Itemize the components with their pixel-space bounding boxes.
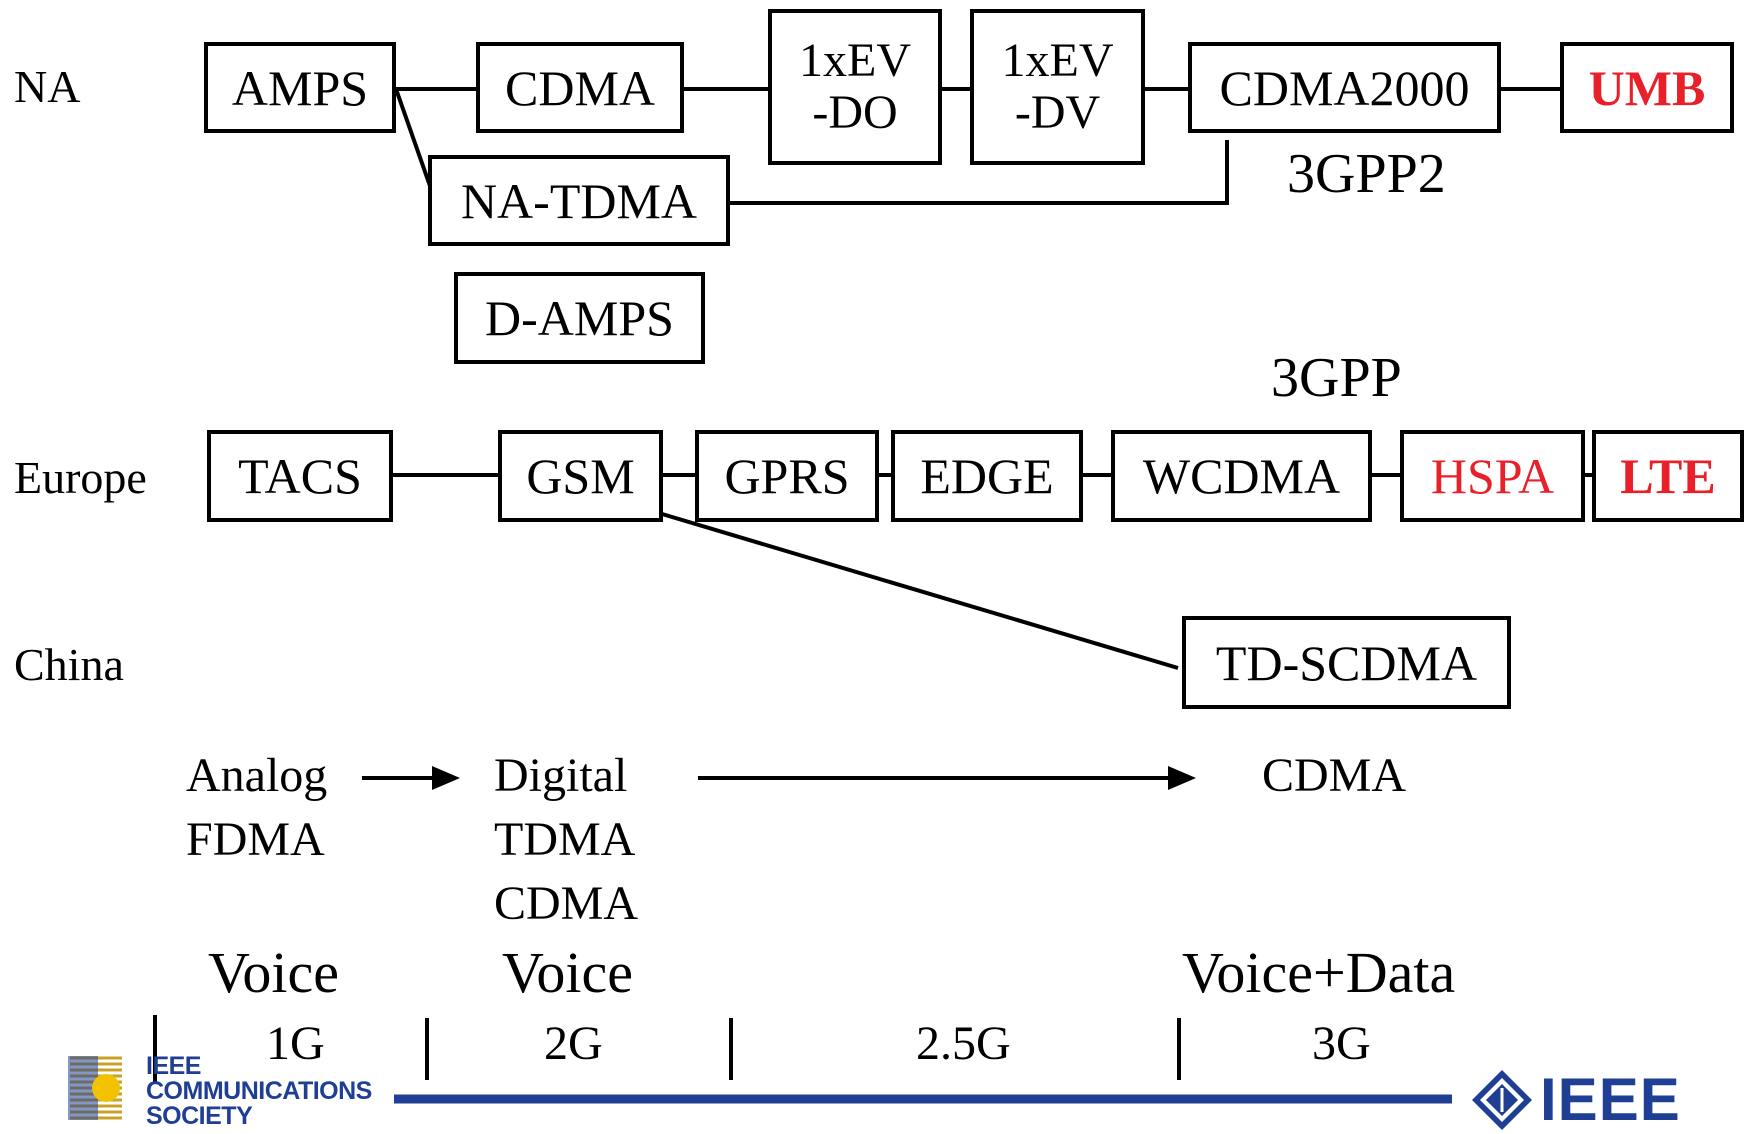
box-td-scdma: TD-SCDMA bbox=[1182, 616, 1511, 709]
region-label-china: China bbox=[14, 639, 124, 690]
tech-digital: Digital bbox=[494, 749, 628, 802]
box-amps: AMPS bbox=[204, 42, 396, 133]
box-hspa: HSPA bbox=[1400, 430, 1585, 522]
org-label-3gpp2: 3GPP2 bbox=[1287, 143, 1446, 205]
box-1xev-do-line2: -DO bbox=[812, 86, 898, 139]
box-1xev-do-line1: 1xEV bbox=[799, 34, 911, 88]
comsoc-line-2: COMMUNICATIONS bbox=[146, 1077, 372, 1105]
box-tacs: TACS bbox=[207, 430, 393, 522]
box-1xev-do: 1xEV -DO bbox=[768, 9, 942, 165]
tech-cdma-3g: CDMA bbox=[1262, 749, 1407, 802]
box-1xev-dv: 1xEV -DV bbox=[970, 9, 1145, 165]
tech-2g: Digital TDMA CDMA bbox=[494, 744, 638, 936]
arrow-digital-cdma-head bbox=[1168, 766, 1196, 790]
generation-label-2g: 2G bbox=[544, 1017, 603, 1070]
link-gsm-tdscdma bbox=[651, 509, 1179, 670]
link-amps-natdma bbox=[394, 88, 432, 187]
box-wcdma: WCDMA bbox=[1111, 430, 1372, 522]
box-1xev-dv-line1: 1xEV bbox=[1001, 34, 1114, 88]
tech-tdma: TDMA bbox=[494, 813, 636, 866]
tech-analog: Analog bbox=[186, 749, 328, 802]
ieee-comsoc-logo: IEEE COMMUNICATIONS SOCIETY bbox=[64, 1050, 394, 1129]
box-1xev-dv-line2: -DV bbox=[1014, 86, 1101, 139]
box-edge: EDGE bbox=[891, 430, 1083, 522]
tech-3g: CDMA bbox=[1262, 744, 1406, 808]
ieee-wordmark: IEEE bbox=[1540, 1066, 1681, 1133]
ieee-logo: IEEE bbox=[1470, 1068, 1700, 1134]
box-gsm: GSM bbox=[498, 430, 663, 522]
region-label-na: NA bbox=[14, 61, 81, 112]
comsoc-line-1: IEEE bbox=[146, 1052, 201, 1080]
generation-label-2-5g: 2.5G bbox=[916, 1017, 1011, 1070]
comsoc-wordmark: IEEE COMMUNICATIONS SOCIETY bbox=[146, 1054, 372, 1129]
capability-1g: Voice bbox=[208, 940, 340, 1005]
generation-label-1g: 1G bbox=[266, 1017, 325, 1070]
comsoc-emblem-icon bbox=[68, 1056, 122, 1120]
comsoc-line-3: SOCIETY bbox=[146, 1102, 253, 1130]
box-cdma: CDMA bbox=[476, 42, 684, 133]
capability-2g: Voice bbox=[502, 940, 634, 1005]
generation-label-3g: 3G bbox=[1312, 1017, 1371, 1070]
box-na-tdma: NA-TDMA bbox=[428, 155, 730, 246]
tech-cdma-2g: CDMA bbox=[494, 877, 639, 930]
ieee-diamond-icon bbox=[1472, 1070, 1532, 1130]
box-umb: UMB bbox=[1560, 42, 1734, 133]
box-lte: LTE bbox=[1592, 430, 1744, 522]
capability-3g: Voice+Data bbox=[1182, 940, 1456, 1005]
arrow-analog-digital-head bbox=[432, 766, 460, 790]
tech-fdma: FDMA bbox=[186, 813, 325, 866]
tech-1g: Analog FDMA bbox=[186, 744, 327, 872]
box-cdma2000: CDMA2000 bbox=[1188, 42, 1501, 133]
link-natdma-cdma2000 bbox=[728, 140, 1229, 205]
box-gprs: GPRS bbox=[695, 430, 879, 522]
region-label-europe: Europe bbox=[14, 452, 147, 503]
box-d-amps: D-AMPS bbox=[454, 272, 705, 364]
org-label-3gpp: 3GPP bbox=[1271, 347, 1402, 409]
